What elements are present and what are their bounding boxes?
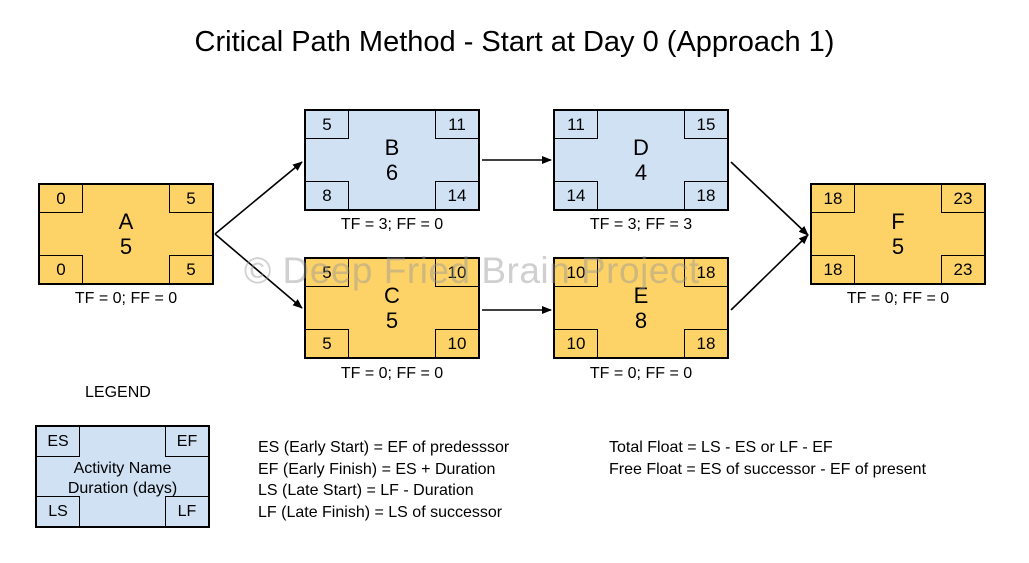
activity-name: F (891, 209, 905, 234)
early-start: 18 (812, 185, 855, 213)
activity-name: D (633, 135, 649, 160)
late-finish: 18 (684, 329, 727, 357)
late-finish: 23 (941, 255, 984, 283)
edge-a-c (214, 233, 303, 309)
definition-free-float: Free Float = ES of successor - EF of pre… (609, 460, 927, 478)
activity-label: A 5 (40, 209, 212, 259)
schedule-definitions: ES (Early Start) = EF of predesssor EF (… (258, 437, 509, 523)
early-start: 0 (40, 185, 83, 213)
activity-node-f: 18 23 F 5 18 23 (810, 183, 986, 285)
activity-label: E 8 (555, 283, 727, 333)
floats-f: TF = 0; FF = 0 (846, 290, 950, 307)
activity-label: C 5 (306, 283, 478, 333)
early-start: 5 (306, 111, 349, 139)
early-finish: 15 (684, 111, 727, 139)
late-finish: 14 (435, 181, 478, 209)
activity-name: B (384, 135, 400, 160)
legend-title: LEGEND (85, 384, 151, 401)
float-definitions: Total Float = LS - ES or LF - EF Free Fl… (609, 437, 926, 480)
floats-b: TF = 3; FF = 0 (340, 216, 444, 233)
watermark: © Deep Fried Brain Project (244, 250, 700, 291)
definition-es: ES (Early Start) = EF of predesssor (258, 439, 510, 456)
late-start: 18 (812, 255, 855, 283)
activity-label: B 6 (306, 135, 478, 185)
legend-activity-name: Activity Name (73, 460, 172, 477)
definition-ef: EF (Early Finish) = ES + Duration (258, 460, 496, 478)
legend-center: Activity Name Duration (days) (37, 459, 208, 499)
floats-a: TF = 0; FF = 0 (74, 290, 178, 307)
legend-ef: EF (165, 427, 208, 457)
activity-node-c: 5 10 C 5 5 10 (304, 257, 480, 359)
early-finish: 23 (941, 185, 984, 213)
late-start: 14 (555, 181, 598, 209)
edge-a-b (214, 161, 303, 235)
early-finish: 11 (435, 111, 478, 139)
activity-duration: 4 (634, 160, 648, 185)
activity-duration: 8 (634, 308, 648, 333)
late-start: 10 (555, 329, 598, 357)
definition-ls: LS (Late Start) = LF - Duration (258, 482, 474, 499)
late-start: 5 (306, 329, 349, 357)
edge-e-f (730, 234, 809, 311)
activity-label: D 4 (555, 135, 727, 185)
early-start: 11 (555, 111, 598, 139)
early-finish: 18 (684, 259, 727, 287)
definition-total-float: Total Float = LS - ES or LF - EF (609, 439, 833, 456)
activity-node-d: 11 15 D 4 14 18 (553, 109, 729, 211)
early-finish: 10 (435, 259, 478, 287)
floats-e: TF = 0; FF = 0 (589, 365, 693, 382)
floats-c: TF = 0; FF = 0 (340, 365, 444, 382)
late-finish: 18 (684, 181, 727, 209)
late-finish: 10 (435, 329, 478, 357)
activity-node-a: 0 5 A 5 0 5 (38, 183, 214, 285)
activity-label: F 5 (812, 209, 984, 259)
legend-box: ES EF Activity Name Duration (days) LS L… (35, 425, 210, 528)
late-start: 0 (40, 255, 83, 283)
early-start: 10 (555, 259, 598, 287)
legend-ls: LS (37, 496, 80, 526)
activity-duration: 5 (385, 308, 399, 333)
diagram-title: Critical Path Method - Start at Day 0 (A… (194, 26, 835, 58)
floats-d: TF = 3; FF = 3 (589, 216, 693, 233)
activity-node-b: 5 11 B 6 8 14 (304, 109, 480, 211)
activity-name: C (384, 283, 400, 308)
legend-es: ES (37, 427, 80, 457)
late-finish: 5 (169, 255, 212, 283)
edge-d-f (730, 161, 809, 236)
legend-duration: Duration (days) (67, 480, 178, 497)
early-start: 5 (306, 259, 349, 287)
activity-node-e: 10 18 E 8 10 18 (553, 257, 729, 359)
activity-name: A (118, 209, 134, 234)
activity-duration: 6 (385, 160, 399, 185)
legend-lf: LF (165, 496, 208, 526)
activity-duration: 5 (891, 234, 905, 259)
definition-lf: LF (Late Finish) = LS of successor (258, 503, 503, 521)
early-finish: 5 (169, 185, 212, 213)
late-start: 8 (306, 181, 349, 209)
activity-name: E (633, 283, 649, 308)
activity-duration: 5 (119, 234, 133, 259)
